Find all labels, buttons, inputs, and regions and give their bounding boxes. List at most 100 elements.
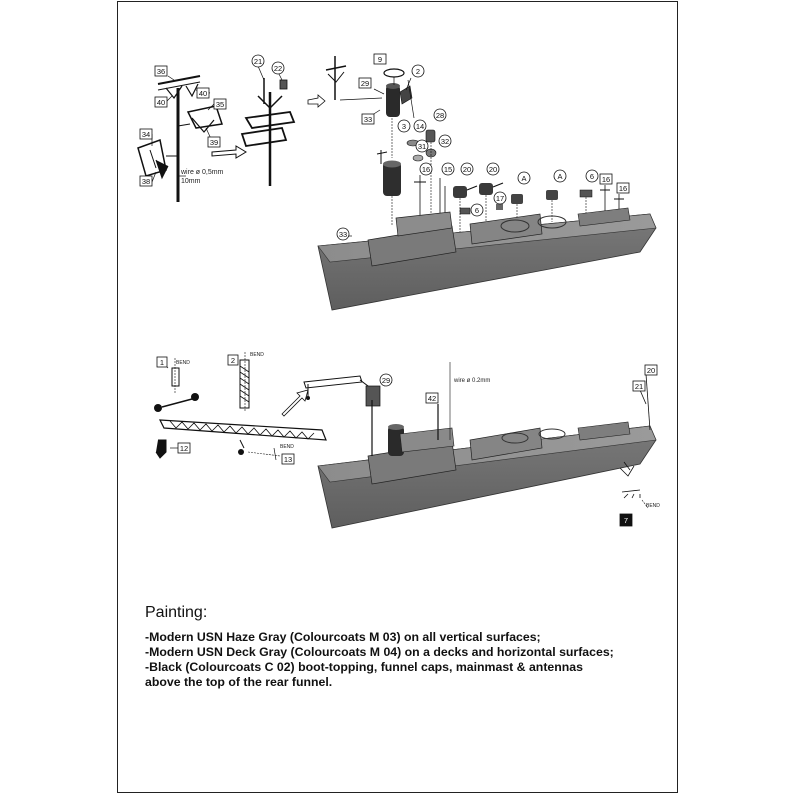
- callout: 17: [493, 191, 507, 205]
- svg-text:35: 35: [216, 100, 224, 109]
- svg-text:14: 14: [416, 122, 424, 131]
- assembly-arrow-2: [307, 94, 326, 108]
- callout: 40: [154, 96, 168, 108]
- small-mast-top: [325, 56, 383, 101]
- callout: 15: [441, 162, 455, 176]
- callout: 34: [139, 128, 153, 140]
- part-2-ladder: [239, 352, 250, 412]
- callout: 14: [413, 119, 427, 133]
- svg-text:A: A: [521, 174, 526, 183]
- svg-text:3: 3: [402, 122, 406, 131]
- callout: 22: [271, 61, 285, 75]
- svg-text:33: 33: [364, 115, 372, 124]
- svg-text:38: 38: [142, 177, 150, 186]
- callout: 20: [460, 162, 474, 176]
- svg-text:20: 20: [647, 366, 655, 375]
- callout: 3: [397, 119, 411, 133]
- callout: 39: [207, 136, 221, 148]
- assembly-arrow-3: [281, 389, 309, 417]
- callout: 6: [470, 203, 484, 217]
- svg-text:13: 13: [284, 455, 292, 464]
- svg-text:17: 17: [496, 194, 504, 203]
- svg-text:2: 2: [416, 67, 420, 76]
- bend-label: BEND: [250, 352, 264, 358]
- svg-text:7: 7: [624, 516, 628, 525]
- painting-line: -Modern USN Deck Gray (Colourcoats M 04)…: [145, 645, 614, 659]
- svg-text:29: 29: [361, 79, 369, 88]
- svg-text:15: 15: [444, 165, 452, 174]
- bend-label: BEND: [176, 360, 190, 366]
- callout: 9: [373, 53, 387, 65]
- svg-text:16: 16: [422, 165, 430, 174]
- assembly-arrow-1: [211, 145, 247, 159]
- svg-text:42: 42: [428, 394, 436, 403]
- callout: 2: [227, 354, 239, 366]
- svg-text:2: 2: [231, 356, 235, 365]
- svg-text:21: 21: [254, 57, 262, 66]
- callout: 20: [486, 162, 500, 176]
- svg-text:31: 31: [418, 142, 426, 151]
- svg-text:34: 34: [142, 130, 150, 139]
- mast-subassembly-left: [137, 75, 223, 202]
- callout: 29: [358, 77, 372, 89]
- svg-text:22: 22: [274, 64, 282, 73]
- svg-text:16: 16: [602, 175, 610, 184]
- callout: 36: [154, 65, 168, 77]
- mast-assembled: [240, 65, 296, 186]
- callout: 1: [156, 356, 168, 368]
- callout: 42: [425, 392, 439, 404]
- bend-label: BEND: [280, 444, 294, 450]
- svg-text:12: 12: [180, 444, 188, 453]
- callout-layer: 36 40 40 35 39 34 38 21 22 9 29 33 2 3 1…: [139, 53, 660, 527]
- callout: 7: [619, 513, 633, 527]
- hull-bottom: [317, 362, 657, 529]
- svg-text:39: 39: [210, 138, 218, 147]
- funnel-parts: [368, 68, 415, 158]
- wire-note: wire ø 0.2mm: [453, 378, 490, 384]
- callout: 2: [411, 64, 425, 78]
- callout: 29: [379, 373, 393, 387]
- svg-text:6: 6: [590, 172, 594, 181]
- svg-text:40: 40: [157, 98, 165, 107]
- svg-text:16: 16: [619, 184, 627, 193]
- callout: 38: [139, 175, 153, 187]
- callout: 21: [632, 380, 646, 392]
- callout: 33: [336, 227, 350, 241]
- svg-text:33: 33: [339, 230, 347, 239]
- svg-text:40: 40: [199, 89, 207, 98]
- svg-text:9: 9: [378, 55, 382, 64]
- svg-text:20: 20: [489, 165, 497, 174]
- wire-note: wire ø 0,5mm: [180, 169, 224, 176]
- callout: 16: [599, 173, 613, 185]
- callout: 31: [415, 139, 429, 153]
- callout: 21: [251, 54, 265, 68]
- svg-text:20: 20: [463, 165, 471, 174]
- painting-line: -Modern USN Haze Gray (Colourcoats M 03)…: [145, 630, 541, 644]
- callout: 35: [213, 98, 227, 110]
- svg-text:6: 6: [475, 206, 479, 215]
- callout: 32: [438, 134, 452, 148]
- callout: A: [553, 169, 567, 183]
- callout: 33: [361, 113, 375, 125]
- svg-text:1: 1: [160, 358, 164, 367]
- crane-parts: [154, 393, 327, 461]
- painting-line: above the top of the rear funnel.: [145, 675, 333, 689]
- rear-antennas: [619, 373, 651, 509]
- callout: 12: [177, 442, 191, 454]
- callout: A: [517, 171, 531, 185]
- painting-title: Painting:: [145, 604, 208, 621]
- instruction-page-frame: [117, 1, 678, 793]
- svg-text:28: 28: [436, 111, 444, 120]
- svg-text:A: A: [557, 172, 562, 181]
- callout: 13: [281, 453, 295, 465]
- svg-text:21: 21: [635, 382, 643, 391]
- callout: 6: [585, 169, 599, 183]
- callout: 40: [196, 87, 210, 99]
- bend-label: BEND: [646, 503, 660, 509]
- callout: 28: [433, 108, 447, 122]
- svg-text:32: 32: [441, 137, 449, 146]
- hull-top: [317, 207, 657, 311]
- wire-length-note: 10mm: [181, 178, 201, 185]
- callout: 16: [616, 182, 630, 194]
- assembly-diagram: [137, 56, 657, 529]
